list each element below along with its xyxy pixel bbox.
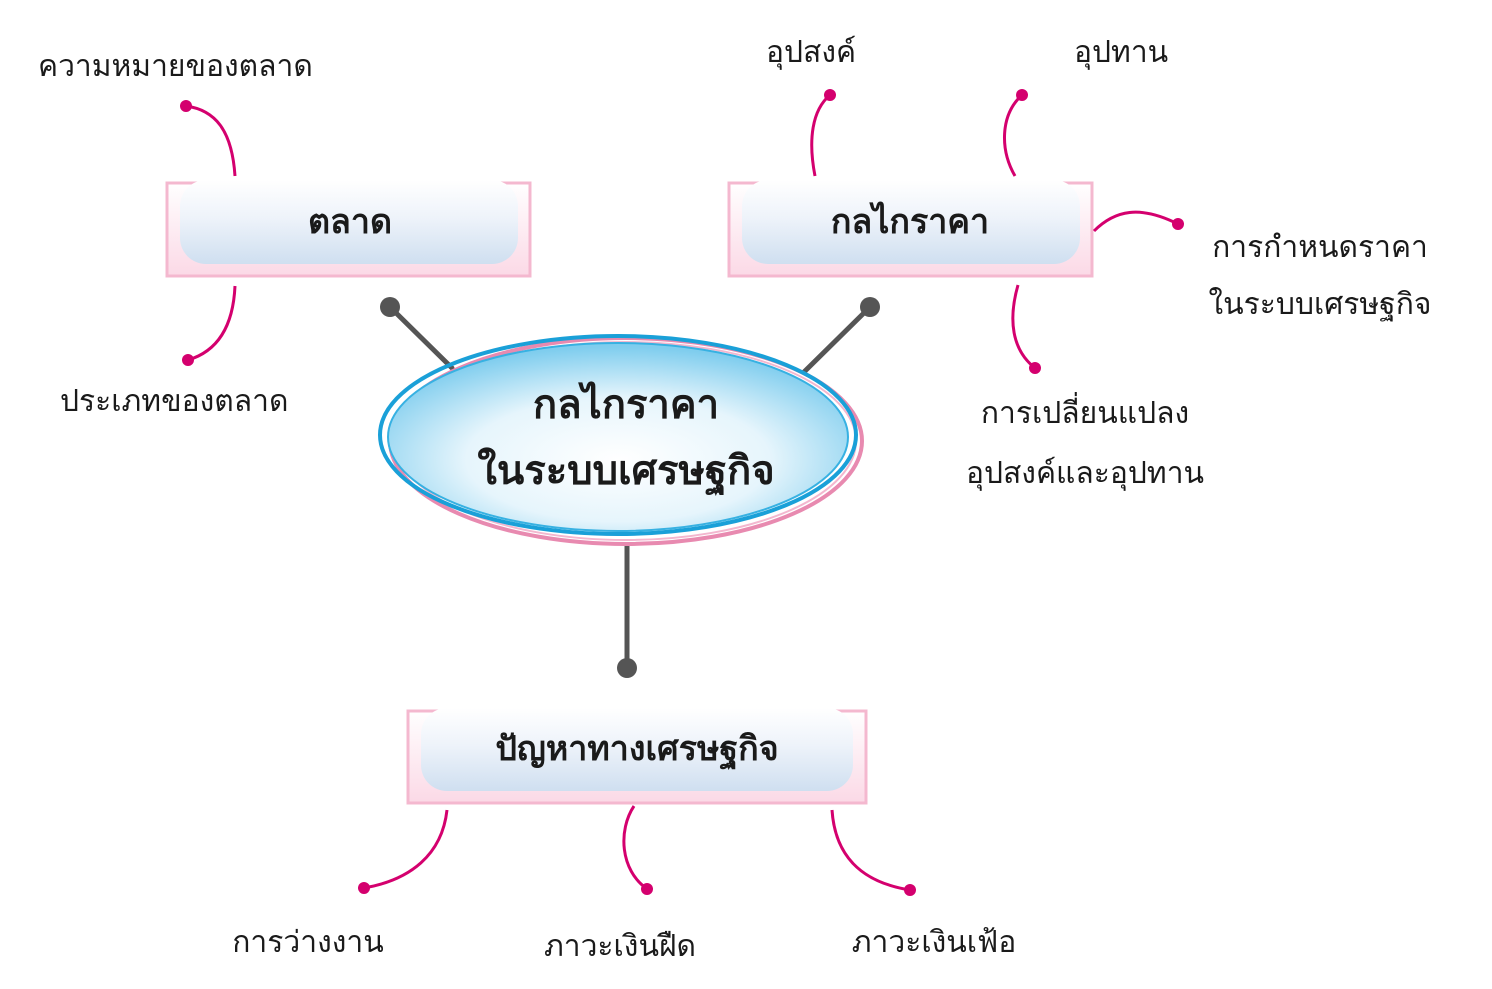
leaf-supply: อุปทาน — [1074, 35, 1168, 71]
box-economic-problems-title: ปัญหาทางเศรษฐกิจ — [495, 729, 778, 771]
connector-to-market — [380, 297, 455, 371]
leaf-price-setting-line2: ในระบบเศรษฐกิจ — [1209, 287, 1432, 322]
leaf-inflation: ภาวะเงินเฟ้อ — [852, 925, 1017, 960]
leaf-demand-supply-change-line2: อุปสงค์และอุปทาน — [966, 456, 1204, 492]
leaf-demand-supply-change-line1: การเปลี่ยนแปลง — [981, 392, 1189, 431]
center-node: กลไกราคา ในระบบเศรษฐกิจ — [378, 334, 864, 546]
box-market: ตลาด — [165, 180, 532, 278]
branch-demand-supply-change — [1011, 284, 1041, 374]
leaf-price-setting-line1: การกำหนดราคา — [1212, 230, 1428, 265]
branch-supply — [1003, 89, 1028, 177]
box-price-mechanism-title: กลไกราคา — [831, 201, 989, 242]
branch-market-types — [182, 285, 237, 366]
center-title-line2: ในระบบเศรษฐกิจ — [477, 447, 774, 497]
leaf-deflation: ภาวะเงินฝืด — [544, 929, 696, 964]
center-title-line1: กลไกราคา — [533, 381, 719, 428]
leaf-demand: อุปสงค์ — [766, 35, 856, 71]
branch-unemployment — [358, 809, 449, 894]
leaf-unemployment: การว่างงาน — [232, 925, 383, 960]
box-economic-problems: ปัญหาทางเศรษฐกิจ — [406, 708, 868, 805]
branch-price-setting — [1092, 210, 1184, 233]
branch-deflation — [622, 805, 653, 895]
connector-to-economic-problems — [617, 543, 637, 678]
box-market-title: ตลาด — [308, 202, 392, 242]
leaf-market-types: ประเภทของตลาด — [60, 384, 288, 419]
connector-to-price-mechanism — [801, 297, 880, 375]
leaf-market-meaning: ความหมายของตลาด — [38, 49, 313, 84]
branch-market-meaning — [180, 100, 237, 177]
branch-inflation — [830, 809, 916, 896]
box-price-mechanism: กลไกราคา — [727, 180, 1094, 278]
branch-demand — [810, 89, 836, 177]
